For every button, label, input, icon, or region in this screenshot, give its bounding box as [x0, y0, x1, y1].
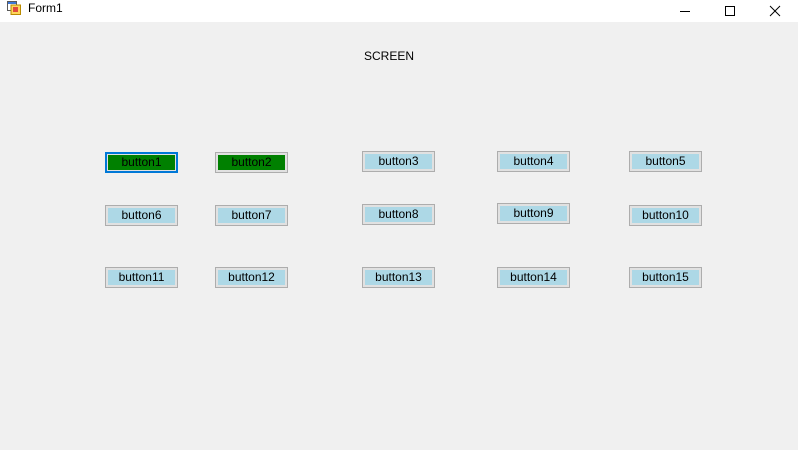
button10[interactable]: button10 [629, 205, 702, 226]
close-button[interactable] [752, 0, 798, 22]
button12[interactable]: button12 [215, 267, 288, 288]
button3[interactable]: button3 [362, 151, 435, 172]
title-bar[interactable]: Form1 [0, 0, 798, 22]
close-icon [769, 5, 781, 17]
button13[interactable]: button13 [362, 267, 435, 288]
minimize-icon [679, 5, 691, 17]
button7[interactable]: button7 [215, 205, 288, 226]
maximize-icon [724, 5, 736, 17]
screen-label: SCREEN [364, 49, 415, 63]
maximize-button[interactable] [707, 0, 753, 22]
button5[interactable]: button5 [629, 151, 702, 172]
button2[interactable]: button2 [215, 152, 288, 173]
window-title: Form1 [28, 1, 63, 15]
button6[interactable]: button6 [105, 205, 178, 226]
winforms-app-icon[interactable] [7, 1, 21, 15]
button15[interactable]: button15 [629, 267, 702, 288]
button14[interactable]: button14 [497, 267, 570, 288]
minimize-button[interactable] [662, 0, 708, 22]
button1[interactable]: button1 [105, 152, 178, 173]
button11[interactable]: button11 [105, 267, 178, 288]
button9[interactable]: button9 [497, 203, 570, 224]
form-client-area: SCREEN button1 button2 button3 button4 b… [0, 22, 798, 450]
button8[interactable]: button8 [362, 204, 435, 225]
button4[interactable]: button4 [497, 151, 570, 172]
